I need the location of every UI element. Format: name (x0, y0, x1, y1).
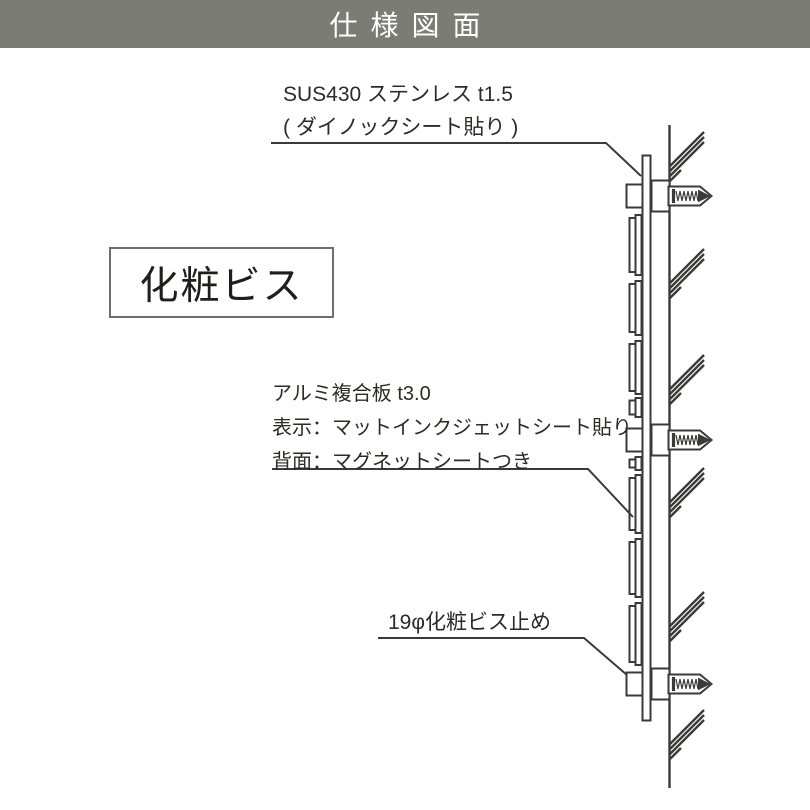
drawing-linework (271, 125, 714, 788)
aluminum-board-segment (628, 477, 637, 531)
stainless-note-line1: SUS430 ステンレス t1.5 (283, 83, 513, 106)
stainless-note-line2: ( ダイノックシート貼り ) (283, 116, 519, 139)
screw-callout-box: 化粧ビス (109, 247, 334, 318)
wall-hatch-6 (668, 708, 706, 761)
stainless-note: SUS430 ステンレス t1.5 ( ダイノックシート貼り ) (283, 78, 518, 144)
wall-hatch-4 (668, 466, 706, 519)
wall-hatch-1 (668, 130, 706, 183)
aluminum-board-segment (628, 605, 637, 663)
leader-stainless (271, 142, 642, 177)
aluminum-board-segment (628, 217, 637, 273)
aluminum-note-line3: 背面：マグネットシートつき (272, 451, 532, 473)
stainless-panel (641, 154, 652, 722)
leader-fastener (378, 637, 628, 676)
wall-hatch-2 (668, 247, 706, 300)
decorative-screw-top (624, 178, 714, 214)
decorative-screw-bottom (624, 666, 714, 702)
aluminum-board-segment (628, 458, 637, 469)
aluminum-board-segment (628, 283, 637, 333)
header-bar: 仕様図面 (0, 0, 810, 48)
fastener-note: 19φ化粧ビス止め (388, 611, 551, 634)
aluminum-board-segment (628, 541, 637, 595)
aluminum-board-segment (628, 343, 637, 392)
wall-hatch-3 (668, 353, 706, 406)
wall-hatch-5 (668, 590, 706, 643)
page-title: 仕様図面 (329, 10, 494, 41)
aluminum-note: アルミ複合板 t3.0 表示：マットインクジェットシート貼り 背面：マグネットシ… (272, 377, 632, 479)
aluminum-board-segment (628, 399, 637, 416)
aluminum-panel-segments (628, 214, 643, 666)
aluminum-note-line2: 表示：マットインクジェットシート貼り (272, 417, 632, 439)
leader-aluminum (272, 468, 634, 518)
screw-callout-label: 化粧ビス (139, 264, 304, 308)
aluminum-note-line1: アルミ複合板 t3.0 (272, 383, 431, 405)
decorative-screw-middle (624, 422, 714, 458)
